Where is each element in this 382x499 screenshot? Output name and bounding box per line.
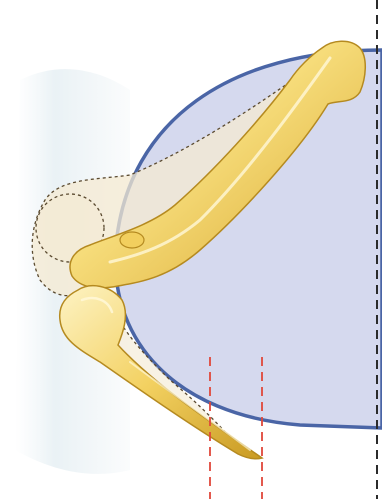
figure-svg: [0, 0, 382, 499]
anatomy-figure: [0, 0, 382, 499]
